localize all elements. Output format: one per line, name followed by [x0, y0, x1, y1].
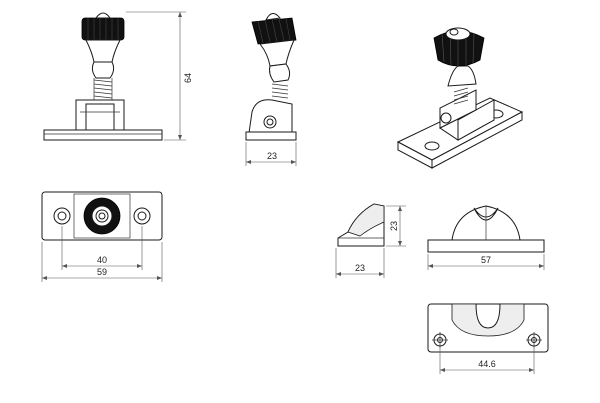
knurled-knob-icon	[251, 13, 297, 45]
dim-front-small-width: 57	[481, 255, 491, 265]
spring-coil-icon	[453, 87, 469, 105]
knurled-knob-icon	[81, 12, 125, 41]
base-front-view: 57	[427, 205, 545, 270]
dim-top-overall-width: 59	[97, 267, 107, 277]
spring-coil-icon	[93, 78, 113, 100]
base-side-view: 23 23	[335, 203, 406, 278]
dim-small-side-height: 23	[389, 221, 399, 231]
spring-coil-icon	[271, 83, 289, 99]
base-top-view: 44.6	[427, 303, 549, 374]
top-view: 40 59	[41, 191, 163, 282]
dim-top-hole-spacing: 40	[97, 255, 107, 265]
dim-small-side-width: 23	[355, 263, 365, 273]
front-elevation-view: 64	[43, 11, 193, 141]
isometric-view	[396, 27, 524, 169]
dim-bottom-hole-spacing: 44.6	[478, 359, 496, 369]
dim-side-width: 23	[267, 151, 277, 161]
side-elevation-view: 23	[245, 13, 297, 166]
knurled-knob-icon	[83, 197, 121, 235]
dim-front-height: 64	[183, 73, 193, 83]
knurled-knob-icon	[433, 27, 485, 67]
